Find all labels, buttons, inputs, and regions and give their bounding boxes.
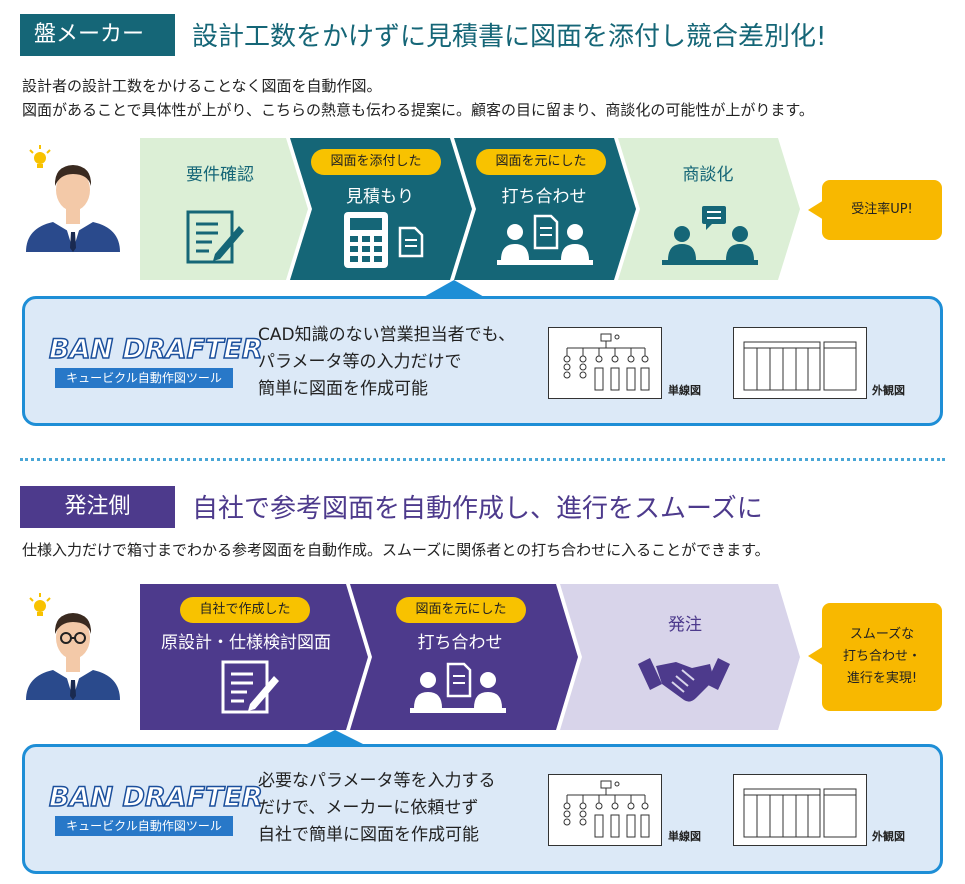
bubble-pointer bbox=[808, 200, 824, 220]
orderer-result-line-2: 打ち合わせ・ bbox=[842, 649, 921, 664]
orderer-exterior-label: 外観図 bbox=[872, 830, 905, 843]
ban-drafter-logo: BAN DRAFTER キュービクル自動作図ツール bbox=[45, 781, 263, 842]
lightbulb-icon bbox=[29, 145, 51, 168]
orderer-single-line-label: 単線図 bbox=[668, 830, 701, 843]
maker-step-4-label: 商談化 bbox=[682, 165, 734, 185]
logo-main-text: BAN DRAFTER bbox=[48, 781, 263, 814]
maker-step-2-badge: 図面を添付した bbox=[311, 149, 441, 175]
maker-description-line-2: 図面があることで具体性が上がり、こちらの熱意も伝わる提案に。顧客の目に留まり、商… bbox=[22, 101, 814, 119]
maker-tag: 盤メーカー bbox=[20, 14, 175, 56]
orderer-result-line-1: スムーズな bbox=[849, 627, 915, 642]
maker-step-2-label: 見積もり bbox=[346, 187, 414, 207]
orderer-step-2-badge: 図面を元にした bbox=[396, 597, 526, 623]
orderer-panel-line-2: だけで、メーカーに依頼せず bbox=[258, 798, 479, 818]
maker-single-line-label: 単線図 bbox=[668, 384, 701, 397]
maker-panel-line-1: CAD知識のない営業担当者でも、 bbox=[258, 325, 516, 345]
orderer-step-3-arrow bbox=[560, 584, 800, 730]
orderer-step-3-label: 発注 bbox=[668, 615, 702, 635]
calculator-icon bbox=[344, 212, 388, 268]
orderer-result-line-3: 進行を実現! bbox=[846, 671, 918, 686]
orderer-step-1-badge: 自社で作成した bbox=[180, 597, 310, 623]
ban-drafter-logo: BAN DRAFTER キュービクル自動作図ツール bbox=[45, 333, 263, 394]
meeting-icon bbox=[410, 662, 506, 713]
maker-result-bubble: 受注率UP! bbox=[822, 180, 942, 240]
orderer-heading: 自社で参考図面を自動作成し、進行をスムーズに bbox=[192, 494, 763, 524]
logo-sub-text: キュービクル自動作図ツール bbox=[55, 816, 233, 836]
negotiation-chat-icon bbox=[662, 206, 758, 265]
logo-sub-text: キュービクル自動作図ツール bbox=[55, 368, 233, 388]
single-line-diagram-thumbnail bbox=[548, 327, 662, 399]
document-pen-icon bbox=[221, 660, 279, 714]
single-line-diagram-thumbnail bbox=[548, 774, 662, 846]
section-divider bbox=[20, 458, 945, 461]
lightbulb-icon bbox=[29, 593, 51, 616]
maker-panel-pointer bbox=[422, 280, 486, 298]
orderer-panel-line-3: 自社で簡単に図面を作成可能 bbox=[258, 825, 479, 845]
maker-panel-line-2: パラメータ等の入力だけで bbox=[258, 352, 462, 372]
meeting-icon bbox=[497, 214, 593, 265]
orderer-description-line-1: 仕様入力だけで箱寸までわかる参考図面を自動作成。スムーズに関係者との打ち合わせに… bbox=[22, 541, 770, 559]
orderer-step-1-label: 原設計・仕様検討図面 bbox=[161, 633, 331, 653]
businessman-icon bbox=[26, 145, 120, 252]
exterior-view-thumbnail bbox=[733, 327, 867, 399]
logo-main-text: BAN DRAFTER bbox=[48, 333, 263, 366]
exterior-view-thumbnail bbox=[733, 774, 867, 846]
orderer-panel-line-1: 必要なパラメータ等を入力する bbox=[258, 771, 496, 791]
maker-heading: 設計工数をかけずに見積書に図面を添付し競合差別化! bbox=[192, 22, 827, 52]
document-icon bbox=[398, 226, 424, 258]
maker-panel-line-3: 簡単に図面を作成可能 bbox=[258, 379, 428, 399]
orderer-tool-panel bbox=[22, 744, 943, 874]
document-pen-icon bbox=[186, 210, 244, 264]
handshake-icon bbox=[638, 658, 730, 702]
maker-exterior-label: 外観図 bbox=[872, 384, 905, 397]
maker-step-3-label: 打ち合わせ bbox=[501, 187, 587, 207]
maker-description-line-1: 設計者の設計工数をかけることなく図面を自動作図。 bbox=[22, 77, 382, 95]
orderer-panel-pointer bbox=[303, 730, 367, 746]
orderer-result-bubble: スムーズな 打ち合わせ・ 進行を実現! bbox=[822, 603, 942, 711]
maker-step-1-arrow bbox=[140, 138, 308, 280]
orderer-tag: 発注側 bbox=[20, 486, 175, 528]
orderer-step-2-label: 打ち合わせ bbox=[417, 633, 503, 653]
bubble-pointer bbox=[808, 646, 824, 666]
maker-step-1-label: 要件確認 bbox=[186, 165, 254, 185]
maker-result-text: 受注率UP! bbox=[851, 202, 913, 217]
businessman-glasses-icon bbox=[26, 593, 120, 700]
maker-step-3-badge: 図面を元にした bbox=[476, 149, 606, 175]
